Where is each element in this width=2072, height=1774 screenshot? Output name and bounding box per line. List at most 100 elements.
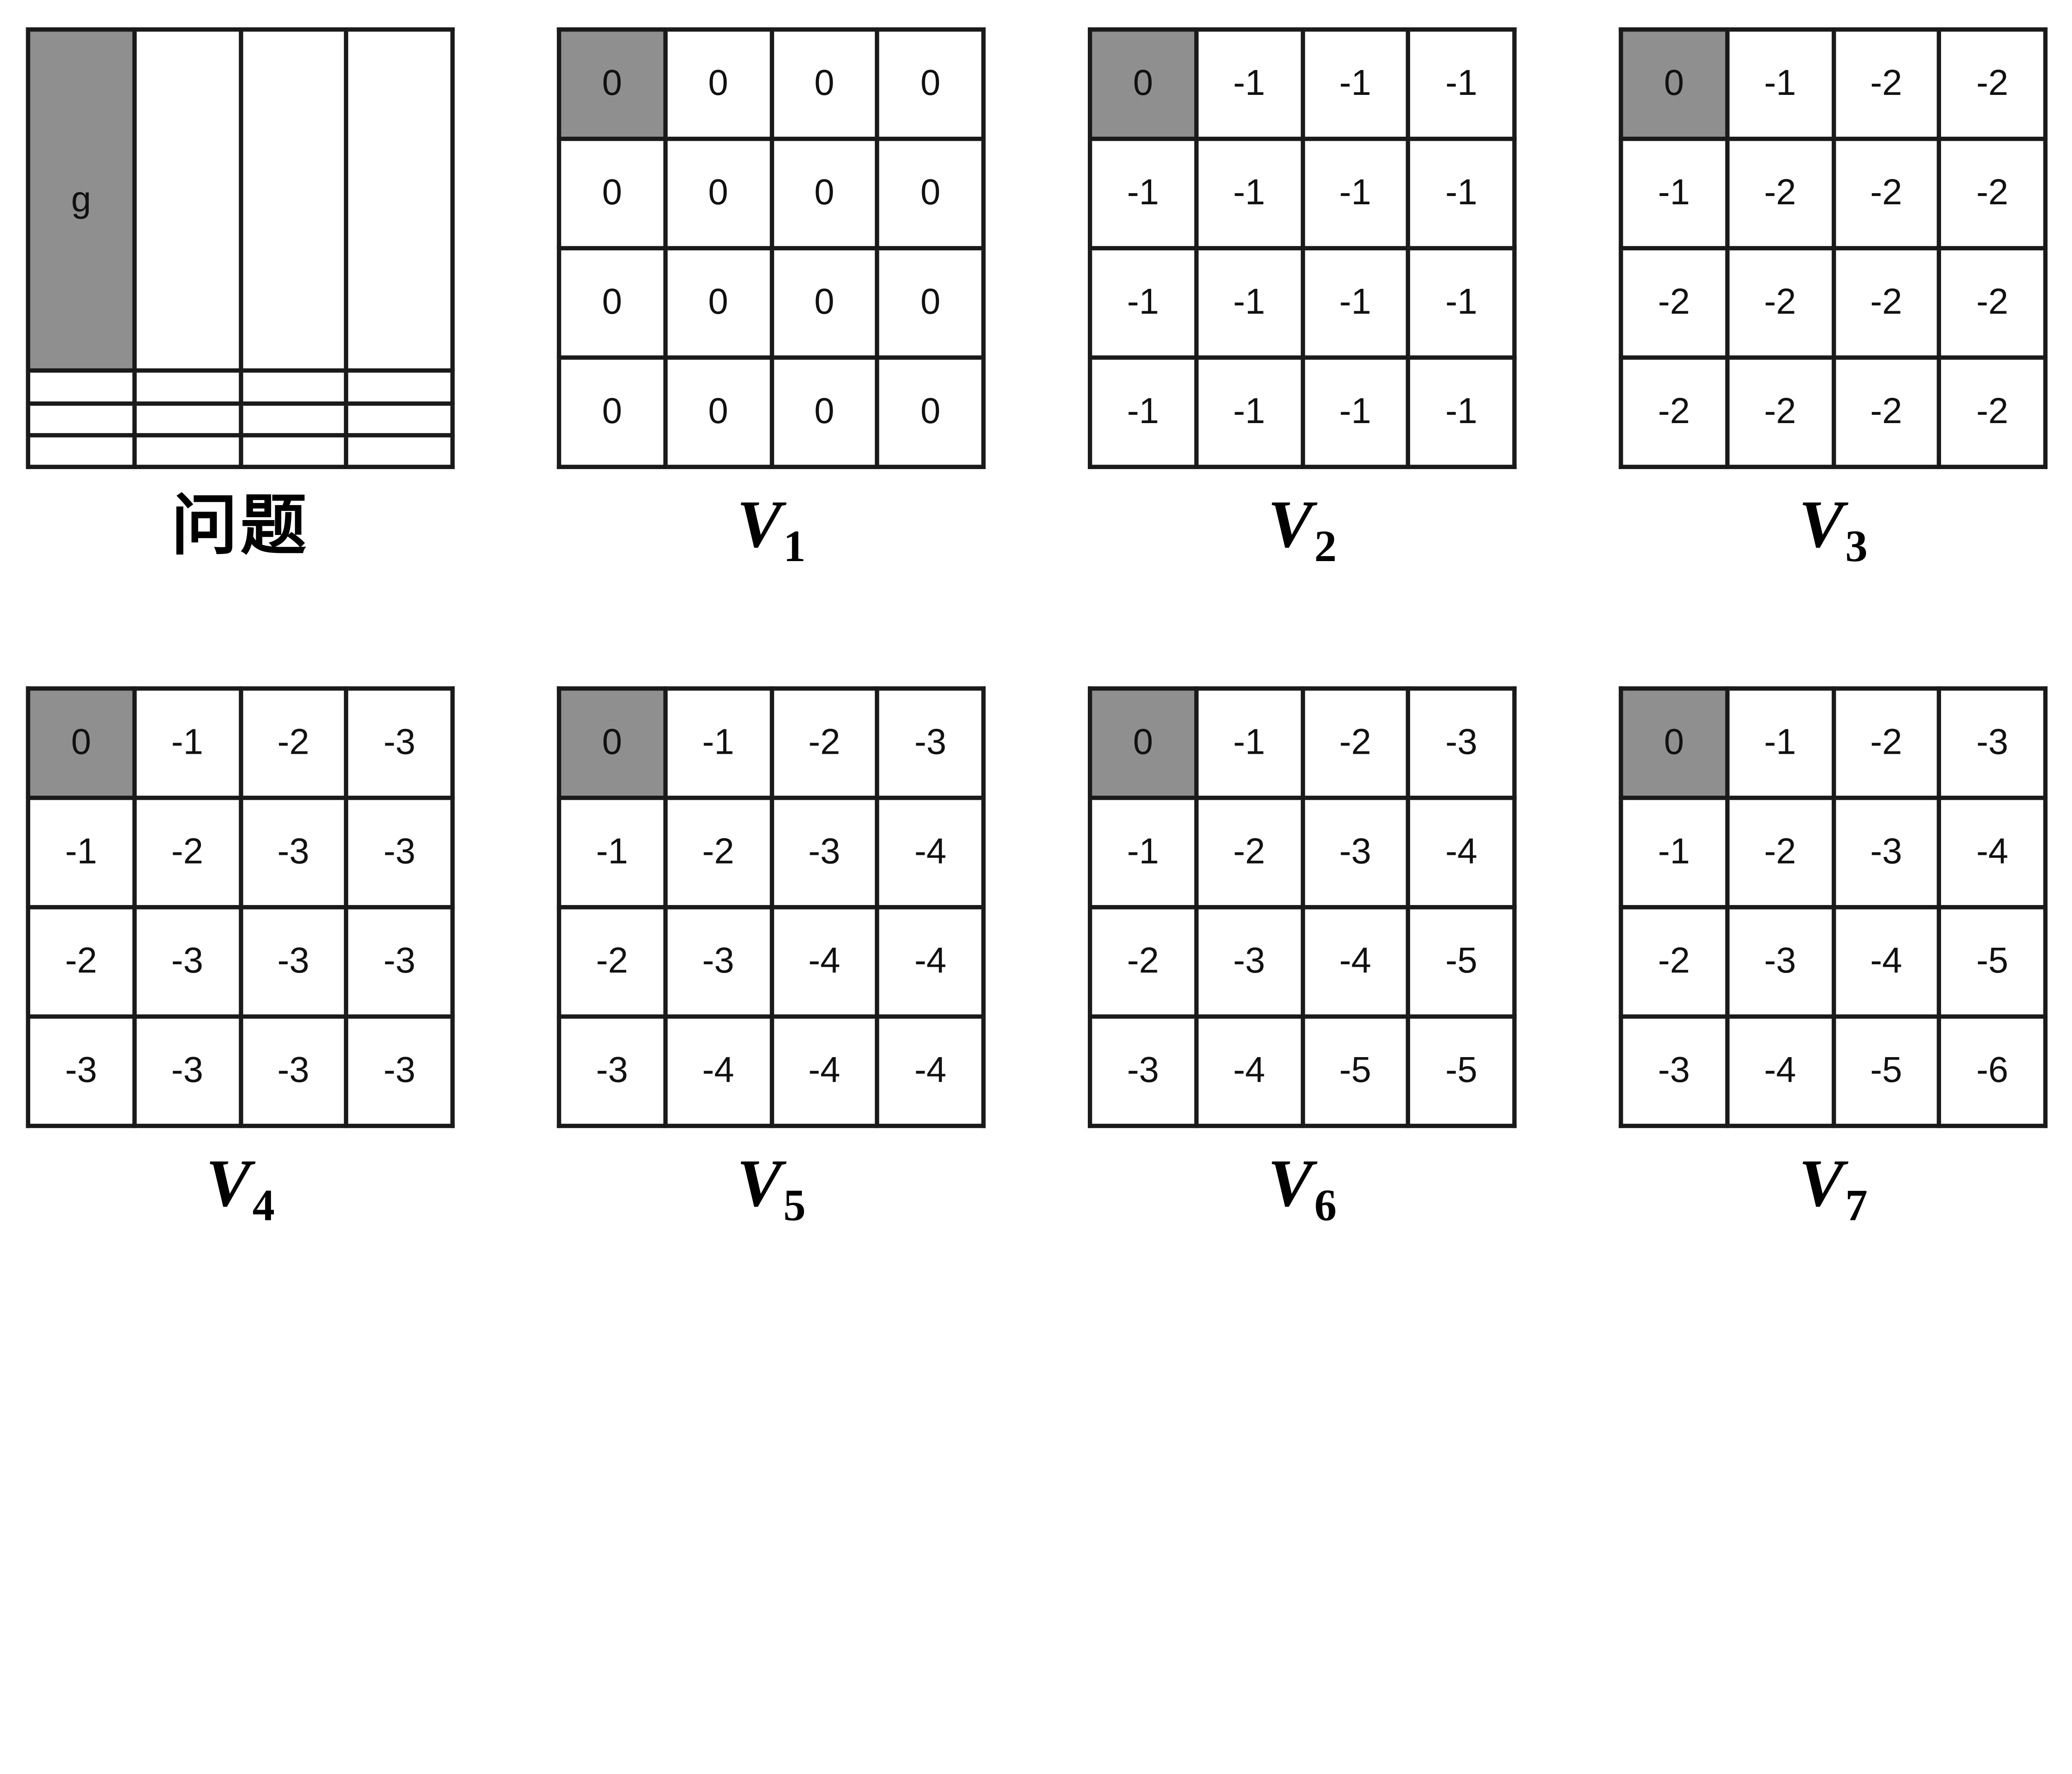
v7-cell-r3c2: -5 [1831,1014,1941,1128]
v2-cell-r1c2: -1 [1300,136,1411,251]
v7-cell-r1c2: -3 [1831,796,1941,910]
v1-cell-r1c1: 0 [663,136,774,251]
v5-label: V [736,1147,782,1222]
v2-cell-r2c0: -1 [1088,246,1198,360]
v4-row-2: -2-3-3-3 [26,905,455,1019]
v6-cell-r2c0: -2 [1088,905,1198,1019]
v6-label: V [1268,1147,1313,1222]
v4-cell-r3c3: -3 [344,1014,455,1128]
v1-cell-r3c3: 0 [875,355,986,469]
v7-cell-r1c1: -2 [1725,796,1835,910]
v1-cell-r1c0: 0 [557,136,668,251]
v6-cell-r3c1: -4 [1194,1014,1305,1128]
v1-cell-r0c3: 0 [875,27,986,141]
v1-cell-r1c3: 0 [875,136,986,251]
panel-problem: g 问题 [26,27,455,573]
v5-cell-r3c3: -4 [875,1014,986,1128]
v2-cell-r3c2: -1 [1300,355,1411,469]
v6-cell-r1c3: -4 [1406,796,1517,910]
v5-cell-r3c0: -3 [557,1014,668,1128]
v2-cell-r1c0: -1 [1088,136,1198,251]
v3-label: V [1798,488,1844,563]
v3-cell-r0c1: -1 [1725,27,1835,141]
v3-row-3: -2-2-2-2 [1619,355,2048,469]
v6-cell-r0c2: -2 [1300,686,1411,800]
v1-cell-r2c0: 0 [557,246,668,360]
v2-row-0: 0-1-1-1 [1088,27,1517,141]
v2-cell-r2c2: -1 [1300,246,1411,360]
v2-row-3: -1-1-1-1 [1088,355,1517,469]
problem-cell-r2c1 [132,400,243,437]
problem-row-3 [26,433,455,470]
v6-cell-r2c1: -3 [1194,905,1305,1019]
v6-row-0: 0-1-2-3 [1088,686,1517,800]
v3-cell-r3c1: -2 [1725,355,1835,469]
v2-cell-r3c1: -1 [1194,355,1305,469]
v3-cell-r0c0: 0 [1619,27,1729,141]
v7-grid: 0-1-2-3-1-2-3-4-2-3-4-5-3-4-5-6 [1619,686,2048,1128]
v6-row-1: -1-2-3-4 [1088,796,1517,910]
v3-row-0: 0-1-2-2 [1619,27,2048,141]
v6-cell-r0c1: -1 [1194,686,1305,800]
v2-cell-r0c1: -1 [1194,27,1305,141]
v4-row-3: -3-3-3-3 [26,1014,455,1128]
v1-cell-r0c0: 0 [557,27,668,141]
v4-cell-r3c2: -3 [238,1014,349,1128]
v2-label-subscript: 2 [1314,520,1337,571]
v1-label: V [736,488,782,563]
v7-label: V [1798,1147,1844,1222]
v5-row-3: -3-4-4-4 [557,1014,986,1128]
v7-cell-r2c2: -4 [1831,905,1941,1019]
v2-cell-r0c3: -1 [1406,27,1517,141]
v4-cell-r2c2: -3 [238,905,349,1019]
problem-cell-r1c1 [132,368,243,405]
v7-cell-r0c3: -3 [1937,686,2048,800]
v4-row-1: -1-2-3-3 [26,796,455,910]
v4-cell-r1c1: -2 [132,796,243,910]
v1-cell-r3c1: 0 [663,355,774,469]
v1-cell-r2c2: 0 [769,246,880,360]
v7-cell-r0c1: -1 [1725,686,1835,800]
v6-cell-r1c0: -1 [1088,796,1198,910]
v4-cell-r0c0: 0 [26,686,136,800]
v3-cell-r0c2: -2 [1831,27,1941,141]
v6-row-2: -2-3-4-5 [1088,905,1517,1019]
v5-cell-r1c0: -1 [557,796,668,910]
v7-row-3: -3-4-5-6 [1619,1014,2048,1128]
v5-cell-r2c3: -4 [875,905,986,1019]
v1-cell-r0c1: 0 [663,27,774,141]
v6-cell-r2c3: -5 [1406,905,1517,1019]
v3-cell-r2c2: -2 [1831,246,1941,360]
v3-row-1: -1-2-2-2 [1619,136,2048,251]
v5-grid: 0-1-2-3-1-2-3-4-2-3-4-4-3-4-4-4 [557,686,986,1128]
v7-cell-r0c2: -2 [1831,686,1941,800]
v1-cell-r3c0: 0 [557,355,668,469]
v5-row-1: -1-2-3-4 [557,796,986,910]
v7-cell-r3c0: -3 [1619,1014,1729,1128]
v3-cell-r1c1: -2 [1725,136,1835,251]
v4-cell-r2c0: -2 [26,905,136,1019]
v6-cell-r0c0: 0 [1088,686,1198,800]
v1-label-subscript: 1 [783,520,806,571]
v4-grid: 0-1-2-3-1-2-3-3-2-3-3-3-3-3-3-3 [26,686,455,1128]
v7-cell-r3c3: -6 [1937,1014,2048,1128]
v2-row-2: -1-1-1-1 [1088,246,1517,360]
problem-cell-r3c3 [344,433,455,470]
v4-cell-r1c2: -3 [238,796,349,910]
v2-cell-r0c0: 0 [1088,27,1198,141]
v5-cell-r0c0: 0 [557,686,668,800]
v2-cell-r1c3: -1 [1406,136,1517,251]
v6-cell-r2c2: -4 [1300,905,1411,1019]
problem-cell-r1c3 [344,368,455,405]
v1-cell-r2c3: 0 [875,246,986,360]
